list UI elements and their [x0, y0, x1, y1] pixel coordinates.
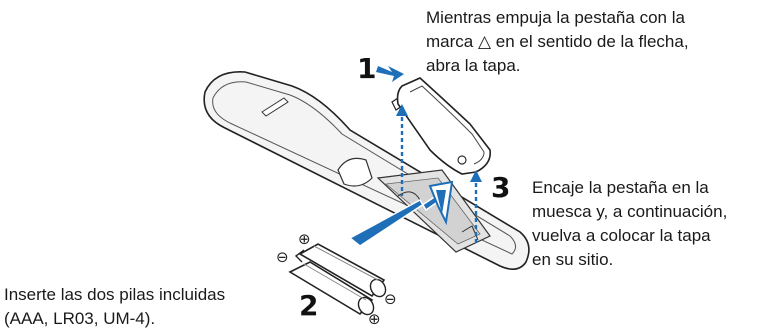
- polarity-minus-right: ⊖: [384, 290, 397, 308]
- remote-control: [203, 71, 530, 270]
- step-3-line-1: Encaje la pestaña en la: [532, 178, 709, 197]
- polarity-plus-top: ⊕: [298, 230, 311, 248]
- step-3-caption: Encaje la pestaña en la muesca y, a cont…: [532, 176, 727, 272]
- step-1-line-1: Mientras empuja la pestaña con la: [426, 8, 685, 27]
- polarity-plus-bottom: ⊕: [368, 310, 381, 328]
- battery-2: [288, 261, 375, 316]
- step-2-line-2: (AAA, LR03, UM-4).: [4, 309, 156, 328]
- step-2-number: 2: [299, 289, 319, 322]
- step-1-line-3: abra la tapa.: [426, 56, 521, 75]
- step-1-line-2: marca △ en el sentido de la flecha,: [426, 32, 689, 51]
- battery-cover: [391, 77, 492, 175]
- step-1-number: 1: [357, 52, 377, 85]
- step-1-caption: Mientras empuja la pestaña con la marca …: [426, 6, 689, 78]
- step-3-line-2: muesca y, a continuación,: [532, 202, 728, 221]
- battery-1: [294, 243, 387, 298]
- step-3-line-4: en su sitio.: [532, 250, 614, 269]
- insert-arrow: [348, 180, 454, 247]
- step-2-caption: Inserte las dos pilas incluidas (AAA, LR…: [4, 283, 225, 331]
- step-3-line-3: vuelva a colocar la tapa: [532, 226, 711, 245]
- push-tab-arrow: [376, 66, 404, 82]
- step-2-line-1: Inserte las dos pilas incluidas: [4, 285, 226, 304]
- polarity-minus-left: ⊖: [276, 248, 289, 266]
- step-3-number: 3: [491, 171, 511, 204]
